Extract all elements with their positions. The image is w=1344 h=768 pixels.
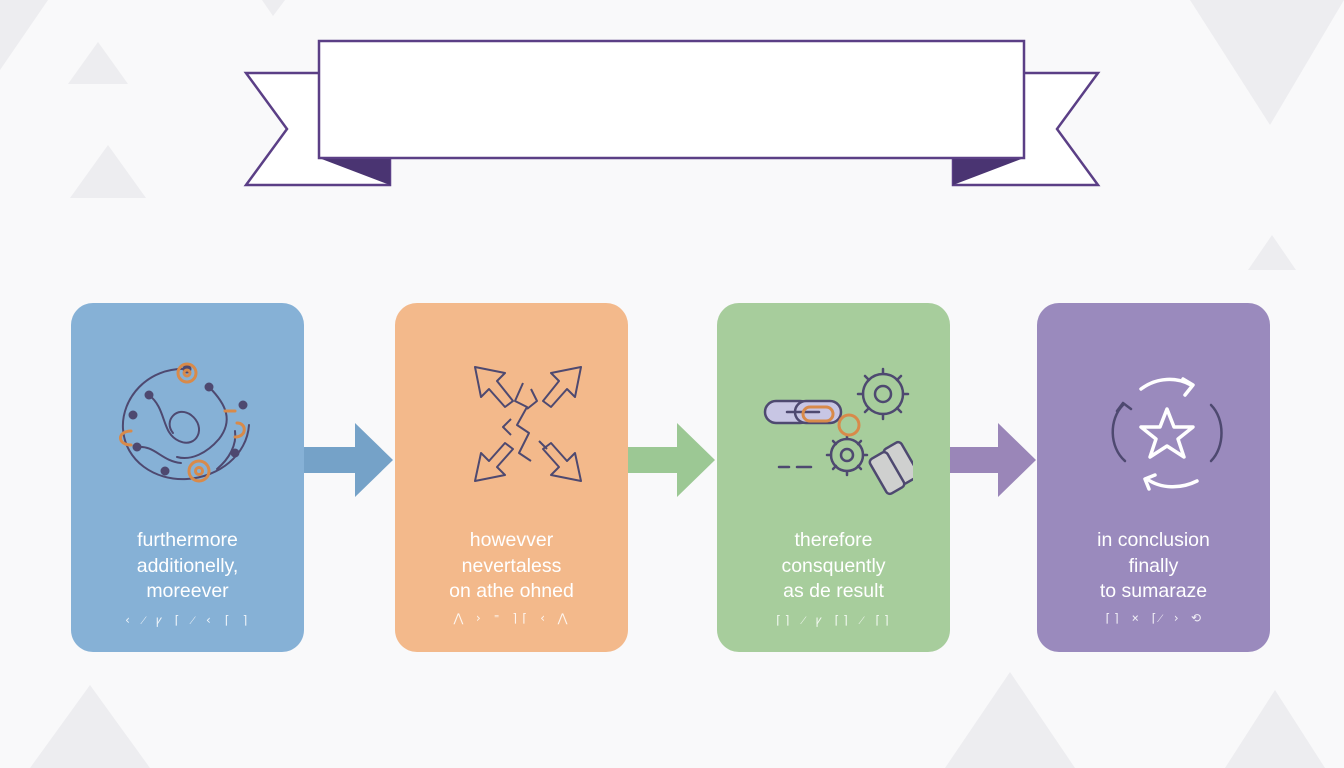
step-2-line-3: on athe ohned (449, 580, 574, 602)
step-2-line-2: nevertaless (461, 554, 562, 577)
step-2-text: howevver nevertaless on athe ohned (395, 528, 628, 605)
step-4-glyphs: ⌈⌉ × ⌈⁄ › ⟲ (1103, 611, 1204, 625)
banner-left-fold (319, 158, 390, 185)
step-1-line-2: additionelly, (136, 554, 239, 577)
step-4-text: in conclusion finally to sumaraze (1037, 528, 1270, 605)
network-gears-icon (107, 349, 267, 499)
banner-body (317, 39, 1026, 160)
step-1-glyphs: ‹ ⁄ ꝩ ⌈ ⁄ ‹ ⌈ ⌉ (124, 613, 251, 627)
step-card-2: howevver nevertaless on athe ohned ⋀ › ⁼… (395, 303, 628, 652)
step-3-line-3: as de result (783, 580, 884, 602)
step-3-line-1: therefore (794, 529, 873, 551)
cycle-star-icon (1073, 349, 1233, 499)
step-4-line-1: in conclusion (1097, 529, 1210, 551)
step-3-line-2: consquently (781, 554, 886, 577)
step-1-line-1: furthermore (137, 529, 238, 551)
step-1-line-3: moreever (146, 580, 229, 602)
step-4-line-3: to sumaraze (1099, 580, 1208, 602)
diverging-arrows-icon (431, 349, 591, 499)
banner-right-fold (953, 158, 1024, 185)
step-1-text: furthermore additionelly, moreever (71, 528, 304, 605)
step-3-text: therefore consquently as de result (717, 528, 950, 605)
connector-arrow-3 (948, 423, 1036, 497)
step-card-3: therefore consquently as de result ⌈⌉ ⁄ … (717, 303, 950, 652)
connector-arrow-1 (303, 423, 393, 497)
title-banner (243, 39, 1101, 187)
step-card-1: furthermore additionelly, moreever ‹ ⁄ ꝩ… (71, 303, 304, 652)
step-3-glyphs: ⌈⌉ ⁄ ꝩ ⌈⌉ ⁄ ⌈⌉ (774, 613, 893, 627)
connector-arrow-2 (627, 423, 715, 497)
chain-gears-icon (753, 349, 920, 499)
step-2-glyphs: ⋀ › ⁼ ⌉⌈ ‹ ⋀ (453, 611, 570, 625)
step-2-line-1: howevver (469, 529, 554, 551)
step-4-line-2: finally (1128, 554, 1179, 577)
step-card-4: in conclusion finally to sumaraze ⌈⌉ × ⌈… (1037, 303, 1270, 652)
